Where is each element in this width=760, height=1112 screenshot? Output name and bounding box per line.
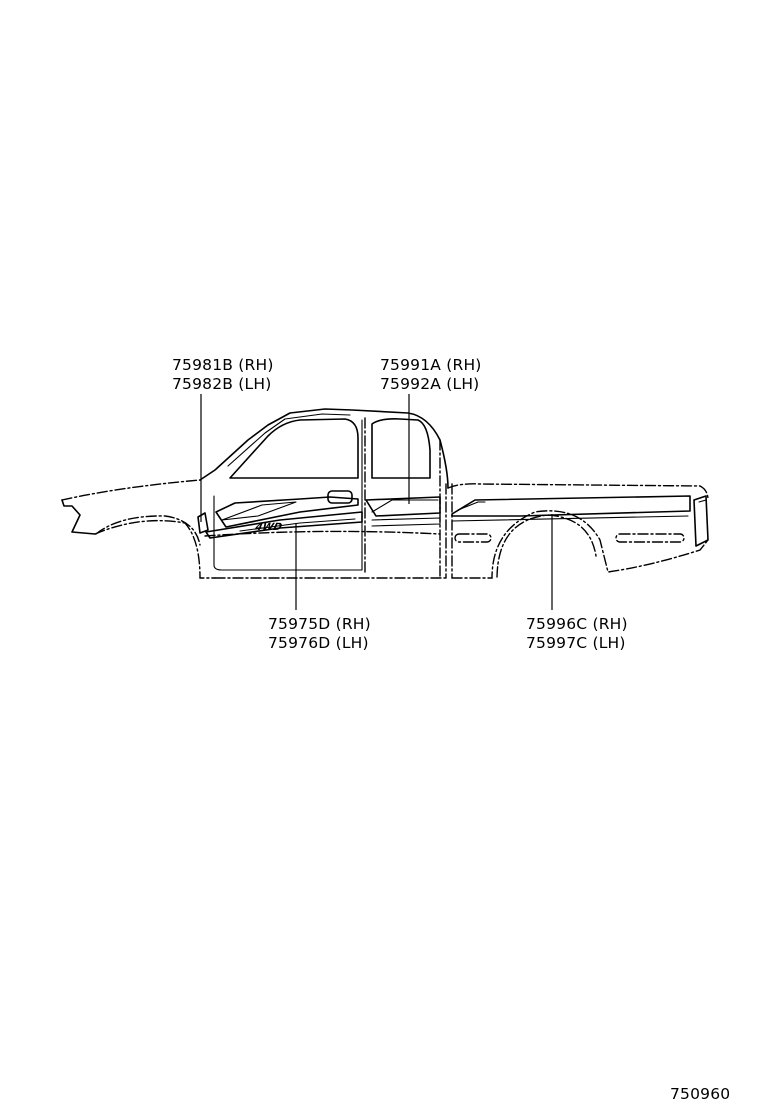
bed-indent-rear bbox=[615, 533, 685, 543]
rear-cab-stripe-inner bbox=[371, 499, 441, 527]
callout-part-rh: 75991A (RH) bbox=[380, 356, 482, 374]
bed-lower bbox=[451, 510, 709, 579]
callout-part-rh: 75996C (RH) bbox=[526, 615, 628, 633]
emblem-4wd: 4WD bbox=[253, 522, 283, 533]
tailgate-inner bbox=[698, 499, 707, 503]
callout-part-rh: 75975D (RH) bbox=[268, 615, 371, 633]
front-wheel-arch bbox=[95, 515, 201, 546]
door-stripe-inner bbox=[221, 501, 297, 521]
callout-cab-rear: 75991A (RH) 75992A (LH) bbox=[380, 356, 482, 393]
door-front-cut bbox=[213, 419, 363, 571]
callout-bed-side: 75996C (RH) 75997C (LH) bbox=[526, 615, 628, 652]
hood-outline bbox=[61, 479, 201, 501]
tailgate bbox=[693, 495, 709, 547]
rear-cab-stripe bbox=[365, 496, 441, 517]
callout-door-lower: 75975D (RH) 75976D (LH) bbox=[268, 615, 371, 652]
callout-part-lh: 75976D (LH) bbox=[268, 634, 369, 652]
bed-outline bbox=[447, 483, 709, 501]
rear-window bbox=[371, 418, 431, 479]
front-fender bbox=[94, 519, 216, 579]
leader-lines bbox=[200, 394, 553, 610]
callout-part-lh: 75997C (LH) bbox=[526, 634, 626, 652]
callout-part-lh: 75982B (LH) bbox=[172, 375, 271, 393]
bed-stripe-inner bbox=[451, 501, 689, 522]
rear-wheel-arch bbox=[496, 514, 597, 578]
callout-cab-front: 75981B (RH) 75982B (LH) bbox=[172, 356, 274, 393]
front-bumper bbox=[61, 499, 96, 535]
bed-stripe bbox=[451, 495, 691, 517]
callout-part-rh: 75981B (RH) bbox=[172, 356, 274, 374]
bed-front-edge bbox=[445, 483, 453, 579]
door-stripe-lower-inner bbox=[239, 518, 356, 532]
figure-number: 750960 bbox=[670, 1085, 730, 1103]
door-stripe-lower bbox=[205, 511, 363, 539]
belt-line bbox=[204, 530, 441, 537]
roof-inner bbox=[227, 413, 351, 467]
truck-illustration: 4WD bbox=[61, 408, 709, 579]
bed-indent-front bbox=[454, 533, 492, 543]
door-stripe-upper bbox=[215, 496, 359, 528]
callout-part-lh: 75992A (LH) bbox=[380, 375, 479, 393]
cab-front-stripe bbox=[197, 512, 209, 534]
cab-outline bbox=[199, 408, 449, 489]
front-window bbox=[229, 418, 359, 479]
